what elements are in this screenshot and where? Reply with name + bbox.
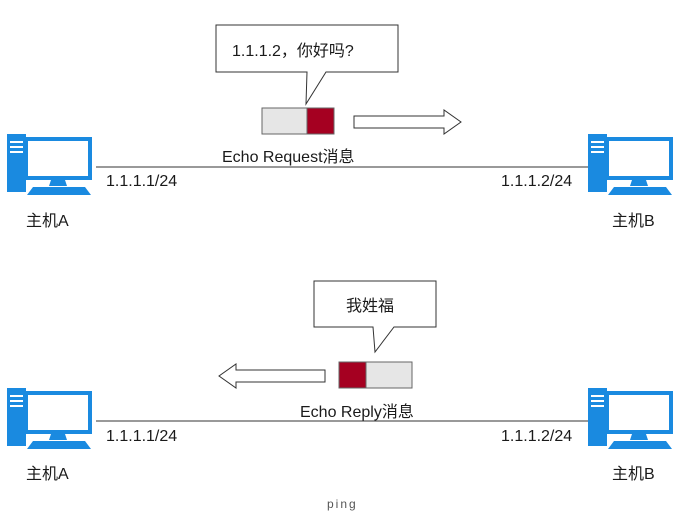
packet-payload [338, 361, 368, 389]
host-a-label: 主机A [26, 213, 69, 230]
message-label-reply: Echo Reply消息 [300, 404, 414, 421]
speech-bubble-request [215, 24, 399, 106]
host-b-ip: 1.1.1.2/24 [501, 428, 573, 445]
packet-payload [306, 107, 335, 135]
host-a-label: 主机A [26, 466, 69, 483]
packet-header [365, 361, 413, 389]
host-a-computer-icon [7, 388, 92, 449]
speech-bubble-reply [313, 280, 437, 354]
host-a-computer-icon [7, 134, 92, 195]
host-b-label: 主机B [612, 213, 655, 230]
host-b-ip: 1.1.1.2/24 [501, 173, 573, 190]
host-a-ip: 1.1.1.1/24 [106, 173, 178, 190]
figure-caption: ping [327, 497, 358, 511]
packet-header [261, 107, 309, 135]
bubble-text-request: 1.1.1.2，你好吗? [232, 43, 354, 60]
arrow-right-icon [353, 109, 462, 135]
message-label-request: Echo Request消息 [222, 149, 355, 166]
host-b-label: 主机B [612, 466, 655, 483]
bubble-text-reply: 我姓福 [346, 298, 395, 315]
host-b-computer-icon [588, 388, 673, 449]
arrow-left-icon [218, 363, 326, 389]
host-a-ip: 1.1.1.1/24 [106, 428, 178, 445]
host-b-computer-icon [588, 134, 673, 195]
